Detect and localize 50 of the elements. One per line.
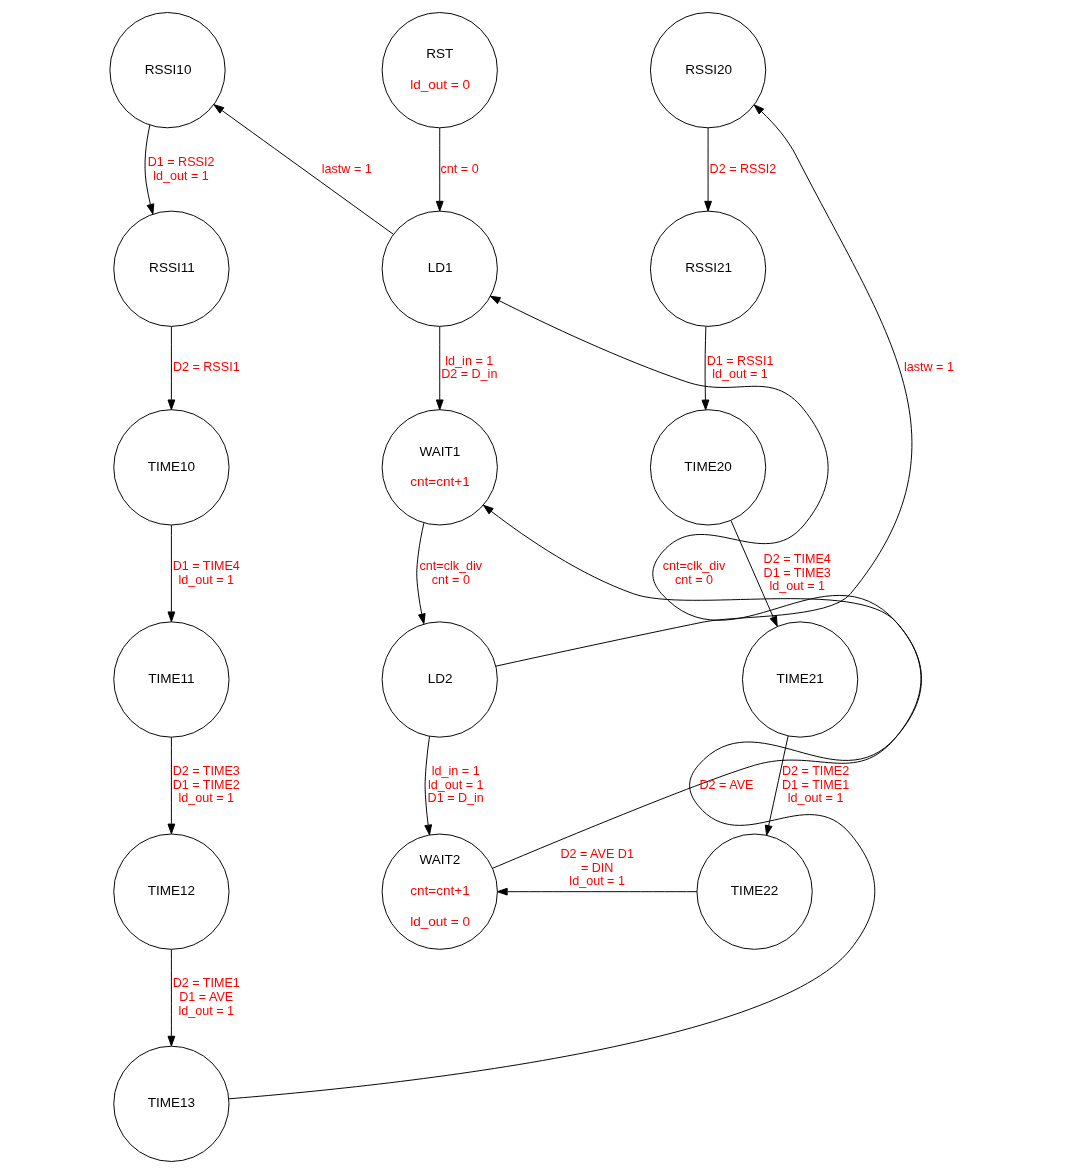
- edge-label: cnt=clk_div cnt = 0: [662, 558, 726, 587]
- node-circle: RST ld_out = 0: [381, 12, 498, 129]
- edge-label: ld_in = 1 D2 = D_in: [441, 353, 498, 382]
- arrow: [144, 124, 155, 215]
- arrow: [704, 127, 712, 212]
- node-circle: RSSI21: [649, 210, 767, 327]
- edge-label: D2 = RSSI1: [172, 360, 240, 375]
- arrow: [497, 887, 698, 896]
- edge-label: D2 = AVE: [699, 777, 754, 792]
- arrow: [435, 127, 444, 212]
- edge-label: D1 = RSSI1 ld_out = 1: [706, 353, 774, 382]
- node-circle: RSSI11: [113, 210, 230, 327]
- edge-label: D2 = AVE D1 = DIN ld_out = 1: [560, 847, 634, 889]
- arrow: [701, 326, 710, 411]
- node-circle: TIME20: [649, 409, 767, 526]
- arrow: [495, 104, 913, 667]
- edge-label: D2 = TIME3 D1 = TIME2 ld_out = 1: [172, 764, 240, 806]
- arrow: [167, 326, 176, 411]
- edge-label: D2 = TIME2 D1 = TIME1 ld_out = 1: [782, 764, 850, 806]
- arrow: [213, 104, 394, 235]
- arrow: [764, 735, 789, 836]
- arrow: [167, 524, 176, 623]
- arrow: [424, 735, 433, 836]
- edge-label: D1 = TIME4 ld_out = 1: [172, 558, 240, 587]
- arrow: [228, 504, 922, 1100]
- node-circle: TIME21: [742, 621, 859, 738]
- edge-label: D2 = RSSI2: [709, 161, 777, 176]
- arrow: [167, 736, 176, 835]
- edge-label: lastw = 1: [321, 161, 372, 176]
- arrow: [167, 949, 176, 1047]
- node-circle: TIME22: [696, 833, 813, 950]
- node-circle: LD2: [381, 621, 498, 738]
- arrow: [416, 522, 426, 625]
- node-circle: WAIT2 cnt=cnt+1 ld_out = 0: [381, 833, 498, 950]
- edge-label: D2 = TIME1 D1 = AVE ld_out = 1: [172, 976, 240, 1018]
- edge-label: D1 = RSSI2 ld_out = 1: [147, 154, 215, 183]
- node-circle: TIME12: [113, 833, 230, 950]
- edge-label: cnt=clk_div cnt = 0: [419, 558, 483, 587]
- node-circle: TIME13: [113, 1045, 230, 1162]
- arrow: [730, 520, 778, 627]
- node-circle: WAIT1 cnt=cnt+1: [381, 409, 498, 526]
- arrow: [489, 295, 922, 869]
- edge-label: ld_in = 1 ld_out = 1 D1 = D_in: [427, 764, 484, 806]
- edge-label: cnt = 0: [440, 161, 479, 176]
- edge-label: D2 = TIME4 D1 = TIME3 ld_out = 1: [763, 552, 831, 594]
- arrow: [435, 326, 444, 411]
- node-circle: LD1: [381, 210, 498, 327]
- edge-label: lastw = 1: [903, 360, 954, 375]
- node-circle: TIME10: [113, 409, 230, 526]
- node-circle: TIME11: [113, 621, 230, 738]
